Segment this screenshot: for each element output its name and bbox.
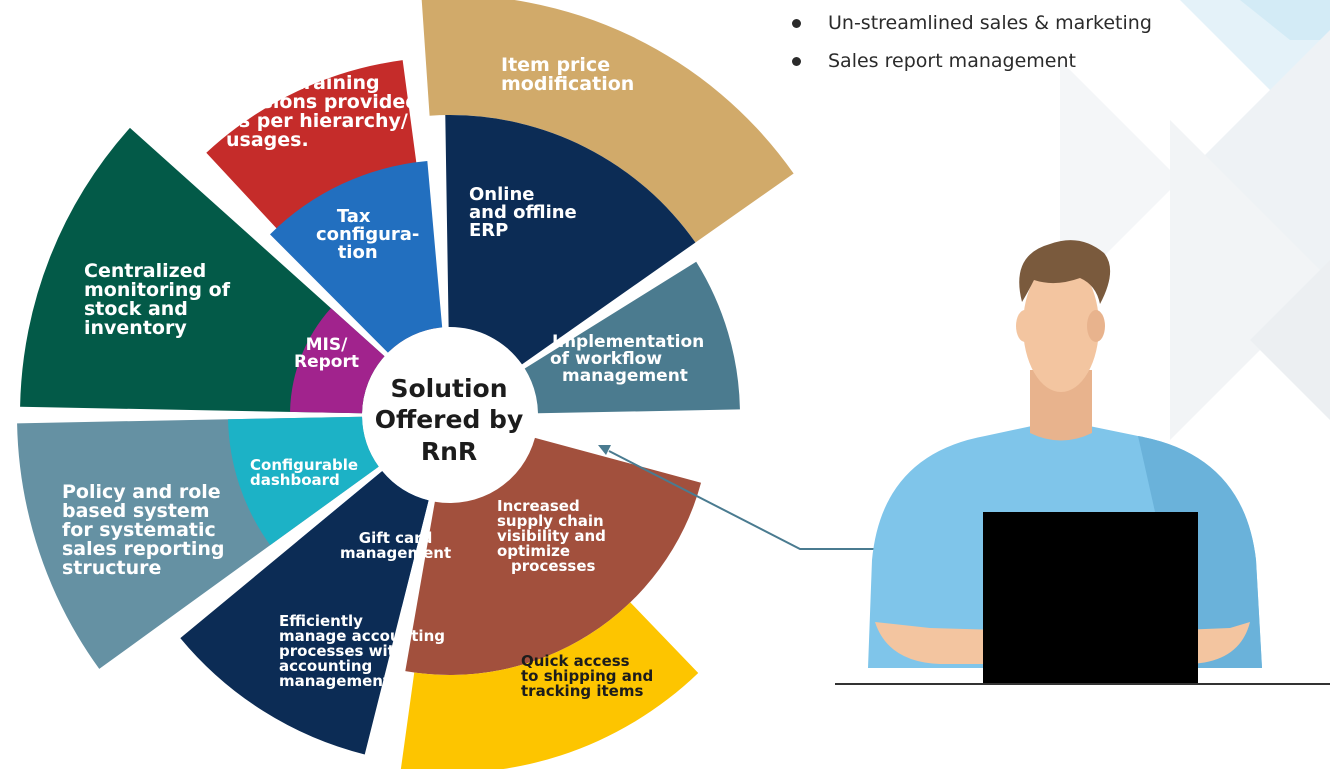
hair-shape <box>1019 240 1111 304</box>
segment-workflow <box>524 261 740 414</box>
segment-tax <box>270 161 443 353</box>
segment-label-mis: MIS/Report <box>294 335 359 372</box>
center-line: Offered by <box>374 405 524 435</box>
center-circle <box>368 333 532 497</box>
segment-centralized <box>20 127 385 414</box>
bullet-item: Sales report management <box>790 42 1152 80</box>
segment-accounting <box>180 471 429 755</box>
neck-shape <box>1030 370 1092 441</box>
segment-mis <box>290 308 385 414</box>
arrow-head-icon <box>598 445 611 455</box>
bullet-list: Un-streamlined sales & marketing Sales r… <box>790 4 1152 80</box>
bullet-item: Un-streamlined sales & marketing <box>790 4 1152 42</box>
face-shape <box>1023 260 1099 392</box>
segment-supply <box>405 437 702 675</box>
center-line: RnR <box>420 436 478 466</box>
segment-price <box>421 0 794 243</box>
segment-shipping <box>400 602 699 769</box>
center-label: Solution Offered by RnR <box>366 373 532 467</box>
segment-erp <box>445 115 696 365</box>
left-hand-shape <box>875 622 1000 664</box>
laptop-icon <box>983 512 1198 684</box>
segment-dashboard <box>228 416 379 546</box>
center-line: Solution <box>390 374 508 403</box>
